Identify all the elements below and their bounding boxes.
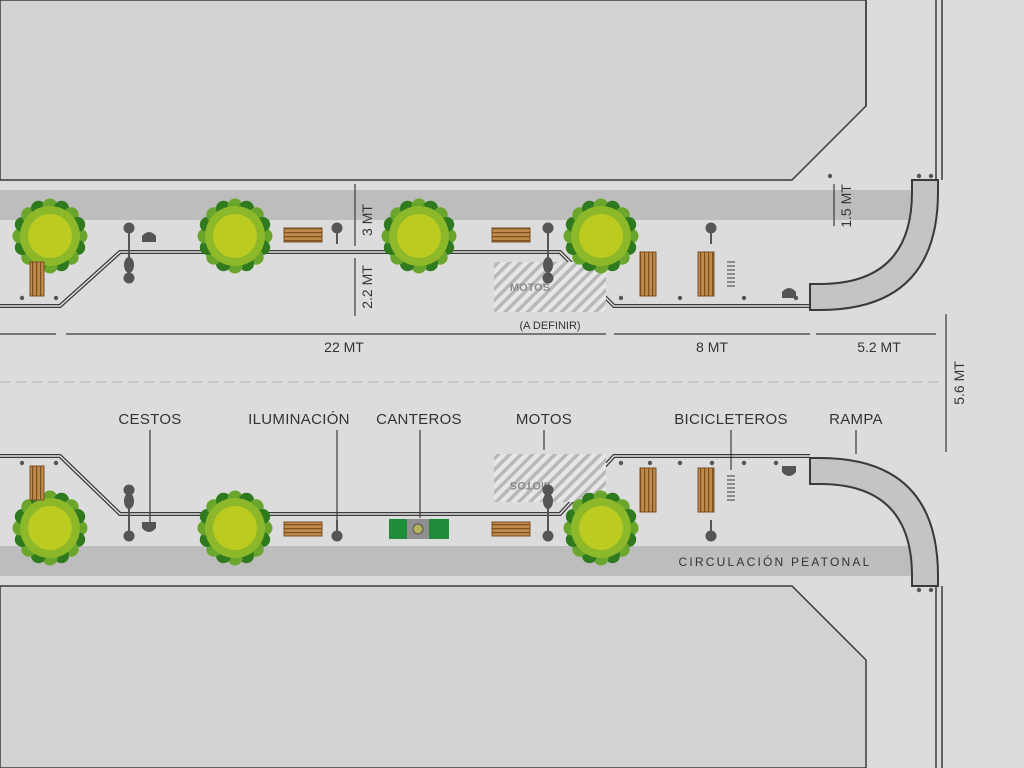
planter bbox=[389, 519, 449, 539]
bench bbox=[491, 521, 531, 537]
lamp-icon bbox=[123, 484, 135, 542]
lower-walkway bbox=[0, 546, 912, 576]
tree bbox=[197, 490, 273, 566]
waste-bin-icon bbox=[142, 232, 156, 242]
dim-3mt: 3 MT bbox=[359, 204, 375, 236]
tree bbox=[12, 490, 88, 566]
label-rampa: RAMPA bbox=[829, 411, 883, 428]
benches bbox=[29, 227, 715, 537]
waste-bin-icon bbox=[142, 522, 156, 532]
lower-curb-dots bbox=[19, 460, 934, 593]
waste-bins bbox=[142, 232, 796, 532]
bench bbox=[29, 261, 45, 297]
tree bbox=[197, 198, 273, 274]
bike-rack-icon bbox=[727, 475, 735, 501]
lamp-icon bbox=[331, 222, 343, 244]
upper-walkway bbox=[0, 190, 912, 220]
waste-bin-icon bbox=[782, 466, 796, 476]
lamp-icon bbox=[542, 484, 554, 542]
bench bbox=[697, 251, 715, 297]
bike-racks bbox=[727, 261, 735, 501]
dim-22mt: 22 MT bbox=[324, 339, 364, 355]
lamp-icon bbox=[331, 520, 343, 542]
bench bbox=[697, 467, 715, 513]
a-definir-label: (A DEFINIR) bbox=[519, 320, 580, 332]
label-circulacion-peatonal: CIRCULACIÓN PEATONAL bbox=[679, 554, 872, 569]
label-bicicleteros: BICICLETEROS bbox=[674, 411, 788, 428]
tree bbox=[381, 198, 457, 274]
label-motos: MOTOS bbox=[516, 411, 572, 428]
label-canteros: CANTEROS bbox=[376, 411, 462, 428]
tree bbox=[563, 490, 639, 566]
lamp-icon bbox=[123, 222, 135, 284]
dim-5-6mt: 5.6 MT bbox=[951, 361, 967, 405]
dim-5-2mt: 5.2 MT bbox=[857, 339, 901, 355]
lamps bbox=[123, 222, 717, 542]
dimension-lines bbox=[0, 184, 947, 452]
bench bbox=[639, 251, 657, 297]
bike-rack-icon bbox=[727, 261, 735, 287]
upper-block bbox=[0, 0, 867, 181]
lamp-icon bbox=[705, 520, 717, 542]
tree bbox=[563, 198, 639, 274]
bench bbox=[639, 467, 657, 513]
lamp-icon bbox=[542, 222, 554, 284]
trees bbox=[12, 198, 639, 566]
label-cestos: CESTOS bbox=[118, 411, 181, 428]
upper-ramp bbox=[809, 179, 939, 311]
lamp-icon bbox=[705, 222, 717, 244]
bench bbox=[283, 521, 323, 537]
lower-ramp bbox=[809, 457, 939, 587]
bench bbox=[283, 227, 323, 243]
tree bbox=[12, 198, 88, 274]
bench bbox=[491, 227, 531, 243]
upper-moto-area-label: MOTOS bbox=[510, 282, 550, 294]
dim-2-2mt: 2.2 MT bbox=[359, 265, 375, 309]
dim-1-5mt: 1.5 MT bbox=[838, 184, 854, 228]
callout-leaders bbox=[149, 430, 857, 522]
label-iluminacion: ILUMINACIÓN bbox=[248, 411, 350, 428]
lower-moto-area-label: MOTOS bbox=[510, 479, 550, 491]
dim-8mt: 8 MT bbox=[696, 339, 728, 355]
lower-block bbox=[0, 585, 867, 768]
waste-bin-icon bbox=[782, 288, 796, 298]
bench bbox=[29, 465, 45, 501]
